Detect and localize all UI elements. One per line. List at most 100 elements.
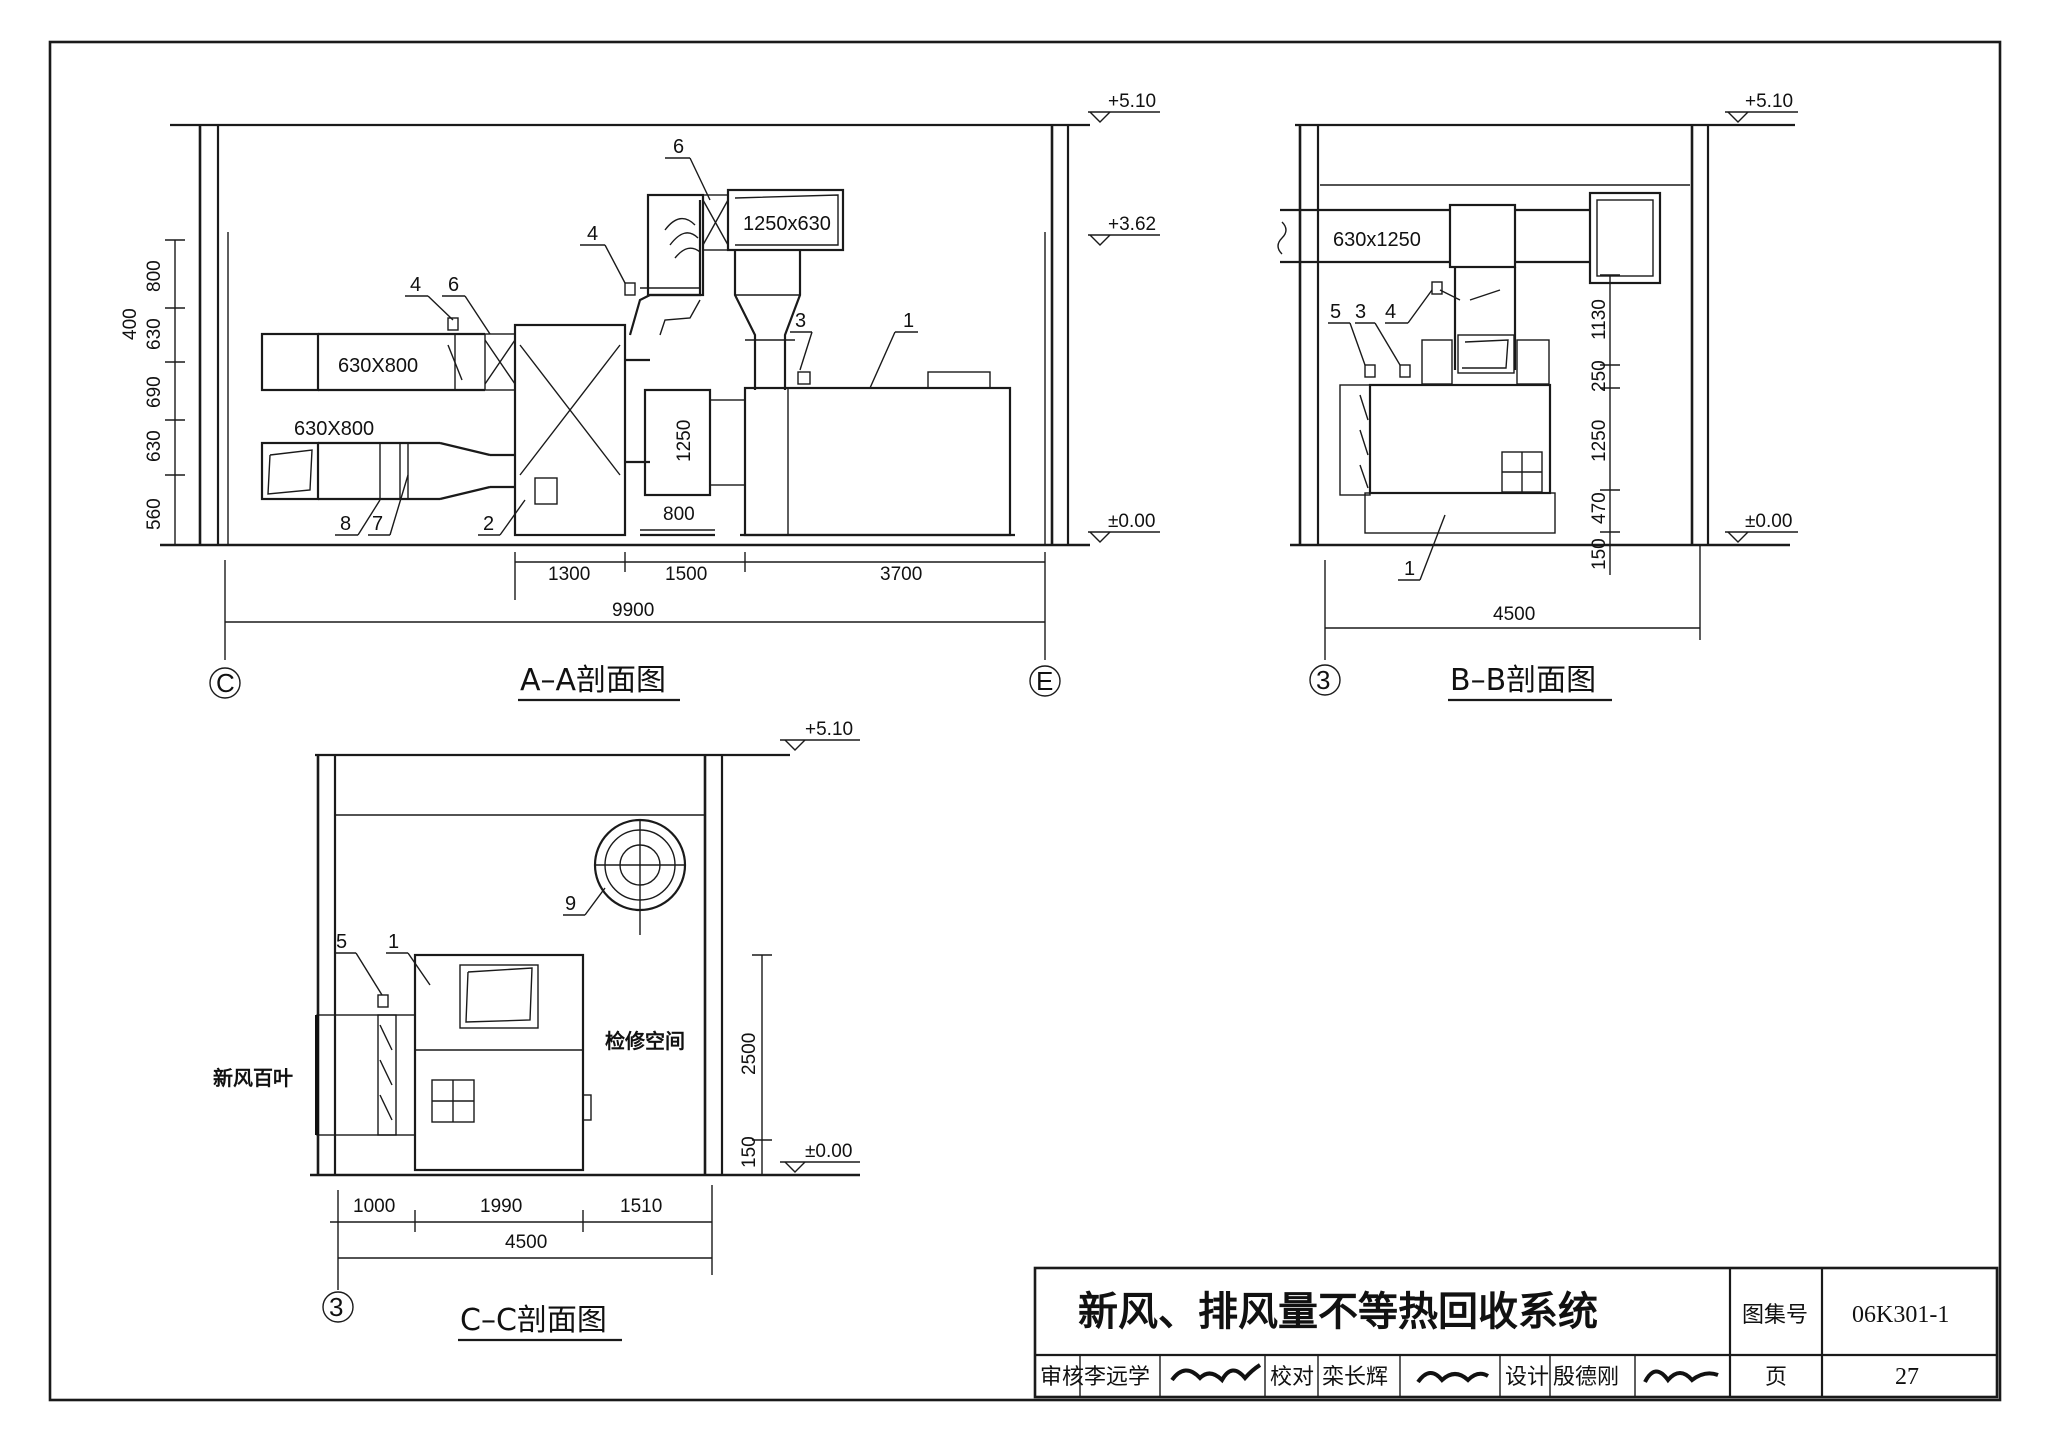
fresh-air-louver-label: 新风百叶 bbox=[213, 1066, 293, 1090]
svg-text:3: 3 bbox=[795, 310, 806, 332]
section-aa-title: A–A剖面图 bbox=[520, 663, 666, 698]
atlas-label: 图集号 bbox=[1742, 1303, 1808, 1328]
section-aa: +5.10 +3.62 ±0.00 630X800 bbox=[120, 91, 1160, 702]
svg-text:470: 470 bbox=[1589, 492, 1610, 524]
check-label: 校对 bbox=[1270, 1365, 1314, 1390]
drawing-title: 新风、排风量不等热回收系统 bbox=[1078, 1289, 1598, 1335]
svg-text:1: 1 bbox=[903, 310, 914, 332]
svg-text:+5.10: +5.10 bbox=[1108, 91, 1156, 112]
svg-text:3: 3 bbox=[329, 1292, 343, 1322]
svg-text:E: E bbox=[1036, 666, 1053, 696]
svg-text:630: 630 bbox=[144, 430, 165, 462]
svg-text:4: 4 bbox=[1385, 301, 1396, 323]
bb-duct-size: 630x1250 bbox=[1333, 229, 1421, 251]
svg-text:1510: 1510 bbox=[620, 1196, 662, 1217]
svg-text:3: 3 bbox=[1316, 665, 1330, 695]
svg-text:4500: 4500 bbox=[505, 1232, 547, 1253]
air-handling-unit bbox=[743, 386, 1012, 537]
axis-bubble-3-cc: 3 bbox=[322, 1291, 354, 1323]
section-bb: +5.10 ±0.00 630x1250 bbox=[1277, 91, 1798, 702]
svg-text:1130: 1130 bbox=[1589, 299, 1610, 340]
page-label: 页 bbox=[1765, 1365, 1787, 1390]
svg-text:1: 1 bbox=[1404, 558, 1415, 580]
dims-aa-vertical: 800 400 630 690 630 560 bbox=[120, 239, 185, 546]
duct-vert-size: 1250 bbox=[674, 420, 695, 462]
svg-text:5: 5 bbox=[336, 931, 347, 953]
elevation-aa-zero: ±0.00 bbox=[1088, 511, 1160, 543]
callouts-bb: 5 3 4 1 bbox=[1328, 289, 1446, 581]
dims-aa-bottom: 800 1300 1500 3700 9900 bbox=[224, 504, 1046, 660]
svg-text:1500: 1500 bbox=[665, 564, 707, 585]
bb-air-handling-unit bbox=[1368, 383, 1552, 495]
svg-text:1000: 1000 bbox=[353, 1196, 395, 1217]
svg-text:6: 6 bbox=[673, 136, 684, 158]
review-signature bbox=[1170, 1363, 1262, 1384]
review-name: 李远学 bbox=[1084, 1365, 1150, 1390]
svg-text:7: 7 bbox=[372, 513, 383, 535]
svg-text:150: 150 bbox=[1589, 538, 1610, 570]
section-cc: +5.10 ±0.00 新风百叶 检修空间 bbox=[213, 719, 860, 1342]
svg-text:C: C bbox=[216, 668, 235, 698]
duct-top-size: 1250x630 bbox=[743, 213, 831, 235]
svg-text:3700: 3700 bbox=[880, 564, 922, 585]
section-cc-title: C–C剖面图 bbox=[460, 1303, 607, 1338]
elevation-bb-top: +5.10 bbox=[1725, 91, 1798, 123]
dims-bb-bottom: 4500 bbox=[1324, 545, 1701, 660]
check-signature bbox=[1416, 1371, 1490, 1384]
axis-bubble-c: C bbox=[209, 667, 241, 699]
svg-text:800: 800 bbox=[663, 504, 695, 525]
page-number: 27 bbox=[1895, 1364, 1919, 1390]
svg-text:630: 630 bbox=[144, 318, 165, 350]
maintenance-space-label: 检修空间 bbox=[605, 1029, 685, 1053]
design-name: 殷德刚 bbox=[1553, 1365, 1619, 1390]
duct-lower-size: 630X800 bbox=[294, 418, 374, 440]
svg-text:6: 6 bbox=[448, 274, 459, 296]
svg-text:690: 690 bbox=[144, 376, 165, 408]
svg-text:4: 4 bbox=[410, 274, 421, 296]
svg-text:9900: 9900 bbox=[612, 600, 654, 621]
svg-text:±0.00: ±0.00 bbox=[805, 1141, 852, 1162]
elevation-aa-mid: +3.62 bbox=[1088, 214, 1160, 246]
dims-cc-vertical: 2500 150 bbox=[739, 954, 772, 1176]
section-bb-title: B–B剖面图 bbox=[1450, 663, 1596, 698]
svg-text:1250: 1250 bbox=[1589, 420, 1610, 462]
svg-text:400: 400 bbox=[120, 308, 141, 340]
svg-text:2: 2 bbox=[483, 513, 494, 535]
svg-text:800: 800 bbox=[144, 260, 165, 292]
axis-bubble-3-bb: 3 bbox=[1309, 664, 1341, 696]
elevation-cc-top: +5.10 bbox=[780, 719, 860, 751]
sheet-border bbox=[48, 40, 2002, 1402]
dims-bb-vertical: 1130 250 1250 470 150 bbox=[1589, 274, 1620, 575]
svg-text:1300: 1300 bbox=[548, 564, 590, 585]
svg-text:2500: 2500 bbox=[739, 1033, 760, 1075]
svg-text:560: 560 bbox=[144, 498, 165, 530]
title-block: 新风、排风量不等热回收系统 图集号 06K301-1 审核 李远学 校对 栾长辉… bbox=[1033, 1266, 1999, 1399]
svg-text:5: 5 bbox=[1330, 301, 1341, 323]
duct-upper-size: 630X800 bbox=[338, 355, 418, 377]
svg-text:150: 150 bbox=[739, 1136, 760, 1168]
svg-text:3: 3 bbox=[1355, 301, 1366, 323]
elevation-cc-zero: ±0.00 bbox=[780, 1141, 860, 1173]
fan bbox=[593, 818, 687, 935]
callouts-cc: 5 1 9 bbox=[334, 887, 606, 996]
svg-text:+3.62: +3.62 bbox=[1108, 214, 1156, 235]
check-name: 栾长辉 bbox=[1322, 1365, 1388, 1390]
svg-text:1: 1 bbox=[388, 931, 399, 953]
svg-text:8: 8 bbox=[340, 513, 351, 535]
cc-air-handling-unit bbox=[413, 953, 585, 1172]
axis-bubble-e: E bbox=[1029, 665, 1061, 697]
review-label: 审核 bbox=[1040, 1365, 1084, 1390]
svg-text:4500: 4500 bbox=[1493, 604, 1535, 625]
svg-text:4: 4 bbox=[587, 223, 598, 245]
svg-text:1990: 1990 bbox=[480, 1196, 522, 1217]
callouts-aa: 6 4 4 6 3 1 2 8 7 bbox=[335, 136, 918, 536]
svg-text:9: 9 bbox=[565, 893, 576, 915]
heat-exchanger bbox=[513, 323, 627, 537]
design-label: 设计 bbox=[1505, 1365, 1549, 1390]
atlas-number: 06K301-1 bbox=[1852, 1302, 1949, 1328]
svg-text:+5.10: +5.10 bbox=[1745, 91, 1793, 112]
svg-text:+5.10: +5.10 bbox=[805, 719, 853, 740]
svg-text:±0.00: ±0.00 bbox=[1745, 511, 1792, 532]
elevation-aa-top: +5.10 bbox=[1088, 91, 1160, 123]
